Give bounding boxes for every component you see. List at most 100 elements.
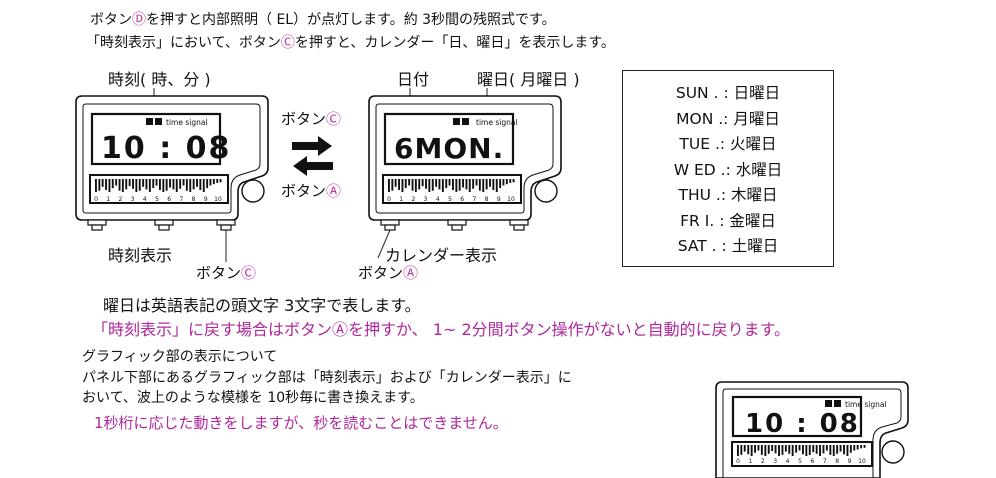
wave-bar	[192, 179, 195, 190]
wave-bar	[98, 179, 101, 191]
weekday-name: 土曜日	[731, 237, 779, 255]
graphic-paragraph-2: おいて、波上のような模様を 10秒毎に書き換えます。	[82, 390, 424, 406]
wave-bar	[740, 445, 743, 455]
wave-bar	[502, 179, 505, 186]
wave-bar	[458, 179, 461, 191]
wave-bar	[388, 179, 390, 192]
scale-number: 5	[155, 196, 159, 203]
wave-bar	[219, 179, 222, 183]
scale-number: 2	[118, 196, 122, 203]
wave-bar	[438, 179, 441, 190]
watch-2-button-left	[380, 219, 400, 226]
back-arrow-icon	[293, 156, 333, 176]
wave-bar	[404, 179, 407, 189]
weekday-separator: :	[725, 160, 736, 179]
wave-bar	[216, 179, 219, 183]
wave-bar	[175, 179, 178, 192]
return-note: 「時刻表示」に戻す場合はボタンⒶを押すか、 1~ 2分間ボタン操作がないと自動的…	[92, 320, 791, 339]
watch-3-time-digits: 10 : 08	[745, 409, 860, 439]
scale-number: 9	[848, 458, 852, 465]
wave-bar	[121, 179, 124, 192]
wave-bar	[767, 445, 770, 454]
graphic-paragraph-3: 1秒桁に応じた動きをしますが、秒を読むことはできません。	[94, 414, 508, 432]
button-a-bottom-label: ボタンⒶ	[358, 264, 419, 282]
button-c-symbol: Ⓒ	[280, 35, 295, 51]
wave-bar	[115, 179, 118, 186]
wave-bar	[472, 179, 475, 189]
wave-bar	[795, 445, 798, 453]
scale-number: 1	[106, 196, 110, 203]
wave-bar	[108, 179, 111, 192]
scale-number: 5	[798, 458, 802, 465]
scale-number: 6	[167, 196, 171, 203]
scale-number: 6	[460, 196, 464, 203]
wave-bar	[843, 445, 845, 455]
scale-number: 1	[748, 458, 752, 465]
scale-number: 0	[387, 196, 391, 203]
forward-arrow-icon	[292, 136, 332, 156]
wave-bar	[849, 445, 852, 453]
scale-number: 7	[179, 196, 183, 203]
watch-2-date-digits: 6MON.	[394, 132, 504, 165]
svg-text:time signal: time signal	[166, 118, 208, 127]
wave-bar	[408, 179, 411, 186]
weekday-abbr: THU .	[678, 186, 721, 204]
scale-number: 4	[436, 196, 440, 203]
wave-bar	[165, 179, 168, 191]
weekday-separator: :	[718, 84, 734, 102]
calendar-display-label: カレンダー表示	[385, 246, 498, 265]
wave-bar	[815, 445, 818, 454]
watch-1-button-middle	[154, 219, 174, 226]
wave-bar	[162, 179, 165, 192]
scale-number: 5	[448, 196, 452, 203]
scale-number: 2	[411, 196, 415, 203]
weekday-label: 曜日( 月曜日 )	[477, 70, 580, 89]
wave-bar	[206, 179, 209, 189]
weekday-separator: :	[716, 237, 732, 255]
wave-bar	[155, 179, 158, 186]
weekday-abbr: SAT .	[677, 237, 717, 255]
scale-number: 8	[485, 196, 489, 203]
wave-bar	[148, 179, 151, 192]
watch-2-button-right	[509, 219, 529, 226]
wave-bar	[774, 445, 777, 454]
wave-bar	[737, 445, 739, 456]
weekday-note: 曜日は英語表記の頭文字 3文字で表します。	[103, 296, 421, 315]
wave-bar	[138, 179, 141, 191]
wave-bar	[512, 179, 515, 183]
weekday-abbr: TUE .	[679, 135, 720, 153]
wave-bar	[805, 445, 808, 456]
scale-number: 10	[858, 458, 866, 465]
scale-number: 9	[204, 196, 208, 203]
wave-bar	[95, 179, 97, 192]
wave-bar	[788, 445, 791, 454]
weekday-name: 水曜日	[735, 160, 783, 179]
wave-bar	[836, 445, 839, 454]
wave-bar	[435, 179, 438, 187]
wave-bar	[798, 445, 801, 451]
wave-bar	[411, 179, 414, 191]
scale-number: 1	[399, 196, 403, 203]
intro-line-2: 「時刻表示」において、ボタンⒸを押すと、カレンダー「日、曜日」を表示します。	[86, 35, 615, 51]
wave-bar	[431, 179, 434, 191]
button-c-bottom-label: ボタンⒸ	[196, 264, 257, 282]
weekday-name: 金曜日	[729, 211, 776, 230]
scale-number: 6	[810, 458, 814, 465]
wave-bar	[169, 179, 171, 188]
scale-number: 8	[192, 196, 196, 203]
watch-3-light-sensor	[881, 440, 905, 464]
watch-2-light-sensor	[534, 179, 558, 203]
wave-bar	[142, 179, 145, 187]
scale-number: 10	[214, 196, 222, 203]
wave-bar	[499, 179, 502, 189]
wave-bar	[747, 445, 750, 455]
wave-bar	[802, 445, 804, 455]
wave-bar	[757, 445, 760, 451]
scale-number: 8	[835, 458, 839, 465]
wave-bar	[791, 445, 794, 456]
wave-bar	[132, 179, 134, 189]
